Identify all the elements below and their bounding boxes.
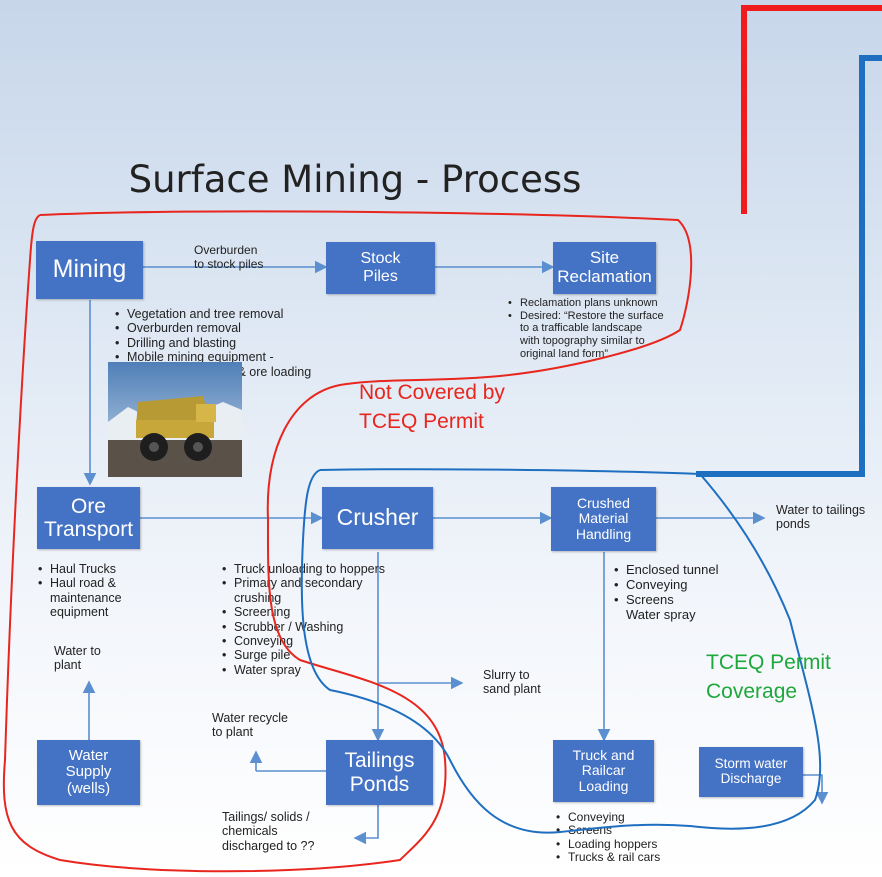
list-item: Trucks & rail cars [556, 850, 660, 865]
list-item: Surge pile [222, 648, 385, 663]
storm-water-discharge-box-label: Storm water Discharge [714, 756, 788, 786]
truck-railcar-loading-box-label: Truck and Railcar Loading [572, 746, 635, 794]
red-freehand-boundary [2, 210, 693, 873]
ore-transport-bullets: Haul Trucks Haul road & maintenance equi… [38, 562, 122, 620]
list-item: Reclamation plans unknown [508, 297, 664, 310]
water-supply-box: Water Supply (wells) [37, 740, 140, 805]
list-item: Haul Trucks [38, 562, 122, 577]
list-item: Water spray [222, 663, 385, 678]
list-item: Overburden removal [115, 321, 311, 336]
tailings-ponds-box: Tailings Ponds [326, 740, 433, 805]
haul-truck-photo [108, 362, 242, 477]
list-item: Conveying [556, 810, 660, 825]
tailings-discharge-label: Tailings/ solids / chemicals discharged … [222, 810, 315, 853]
site-reclamation-box: Site Reclamation [553, 242, 656, 294]
storm-water-discharge-box: Storm water Discharge [699, 747, 803, 797]
list-item: Desired: “Restore the surface to a traff… [508, 310, 664, 361]
red-frame-line [741, 5, 882, 214]
crushed-material-bullets: Enclosed tunnel Conveying Screens Water … [614, 562, 719, 623]
blue-frame-line [696, 55, 882, 477]
water-recycle-label: Water recycle to plant [212, 711, 288, 740]
reclamation-bullets: Reclamation plans unknown Desired: “Rest… [508, 297, 664, 360]
list-item: Conveying [614, 577, 719, 593]
arrow-storm-discharge [803, 774, 829, 805]
tailings-ponds-box-label: Tailings Ponds [344, 749, 415, 796]
page-title: Surface Mining - Process [128, 158, 582, 201]
blue-freehand-boundary [300, 468, 822, 834]
list-item: Enclosed tunnel [614, 562, 719, 578]
site-reclamation-box-label: Site Reclamation [557, 248, 652, 286]
ore-transport-box-label: Ore Transport [43, 494, 134, 541]
crusher-bullets: Truck unloading to hoppers Primary and s… [222, 562, 385, 677]
crushed-material-handling-box: Crushed Material Handling [551, 487, 656, 551]
water-to-plant-label: Water to plant [54, 644, 101, 673]
list-item: Vegetation and tree removal [115, 307, 311, 322]
list-item: Loading hoppers [556, 837, 660, 852]
not-covered-note: Not Covered by TCEQ Permit [359, 381, 505, 434]
list-item: Screening [222, 605, 385, 620]
overburden-label: Overburden to stock piles [194, 243, 264, 271]
list-item: Screens Water spray [614, 592, 719, 623]
mining-box-label: Mining [52, 255, 127, 284]
list-item: Scrubber / Washing [222, 620, 385, 635]
water-to-tailings-label: Water to tailings ponds [776, 503, 866, 532]
list-item: Haul road & maintenance equipment [38, 576, 122, 619]
list-item: Conveying [222, 634, 385, 649]
water-supply-box-label: Water Supply (wells) [65, 746, 112, 797]
crusher-box: Crusher [322, 487, 433, 549]
list-item: Truck unloading to hoppers [222, 562, 385, 577]
list-item: Drilling and blasting [115, 336, 311, 351]
truck-railcar-loading-box: Truck and Railcar Loading [553, 740, 654, 802]
permit-coverage-note: TCEQ Permit Coverage [706, 651, 831, 704]
ore-transport-box: Ore Transport [37, 487, 140, 549]
stock-piles-box: Stock Piles [326, 242, 435, 294]
mining-box: Mining [36, 241, 143, 299]
stock-piles-box-label: Stock Piles [360, 250, 401, 285]
arrow-tailings-discharge [353, 805, 379, 845]
slurry-label: Slurry to sand plant [483, 668, 541, 697]
crusher-box-label: Crusher [336, 504, 419, 531]
crushed-material-handling-box-label: Crushed Material Handling [575, 494, 632, 542]
